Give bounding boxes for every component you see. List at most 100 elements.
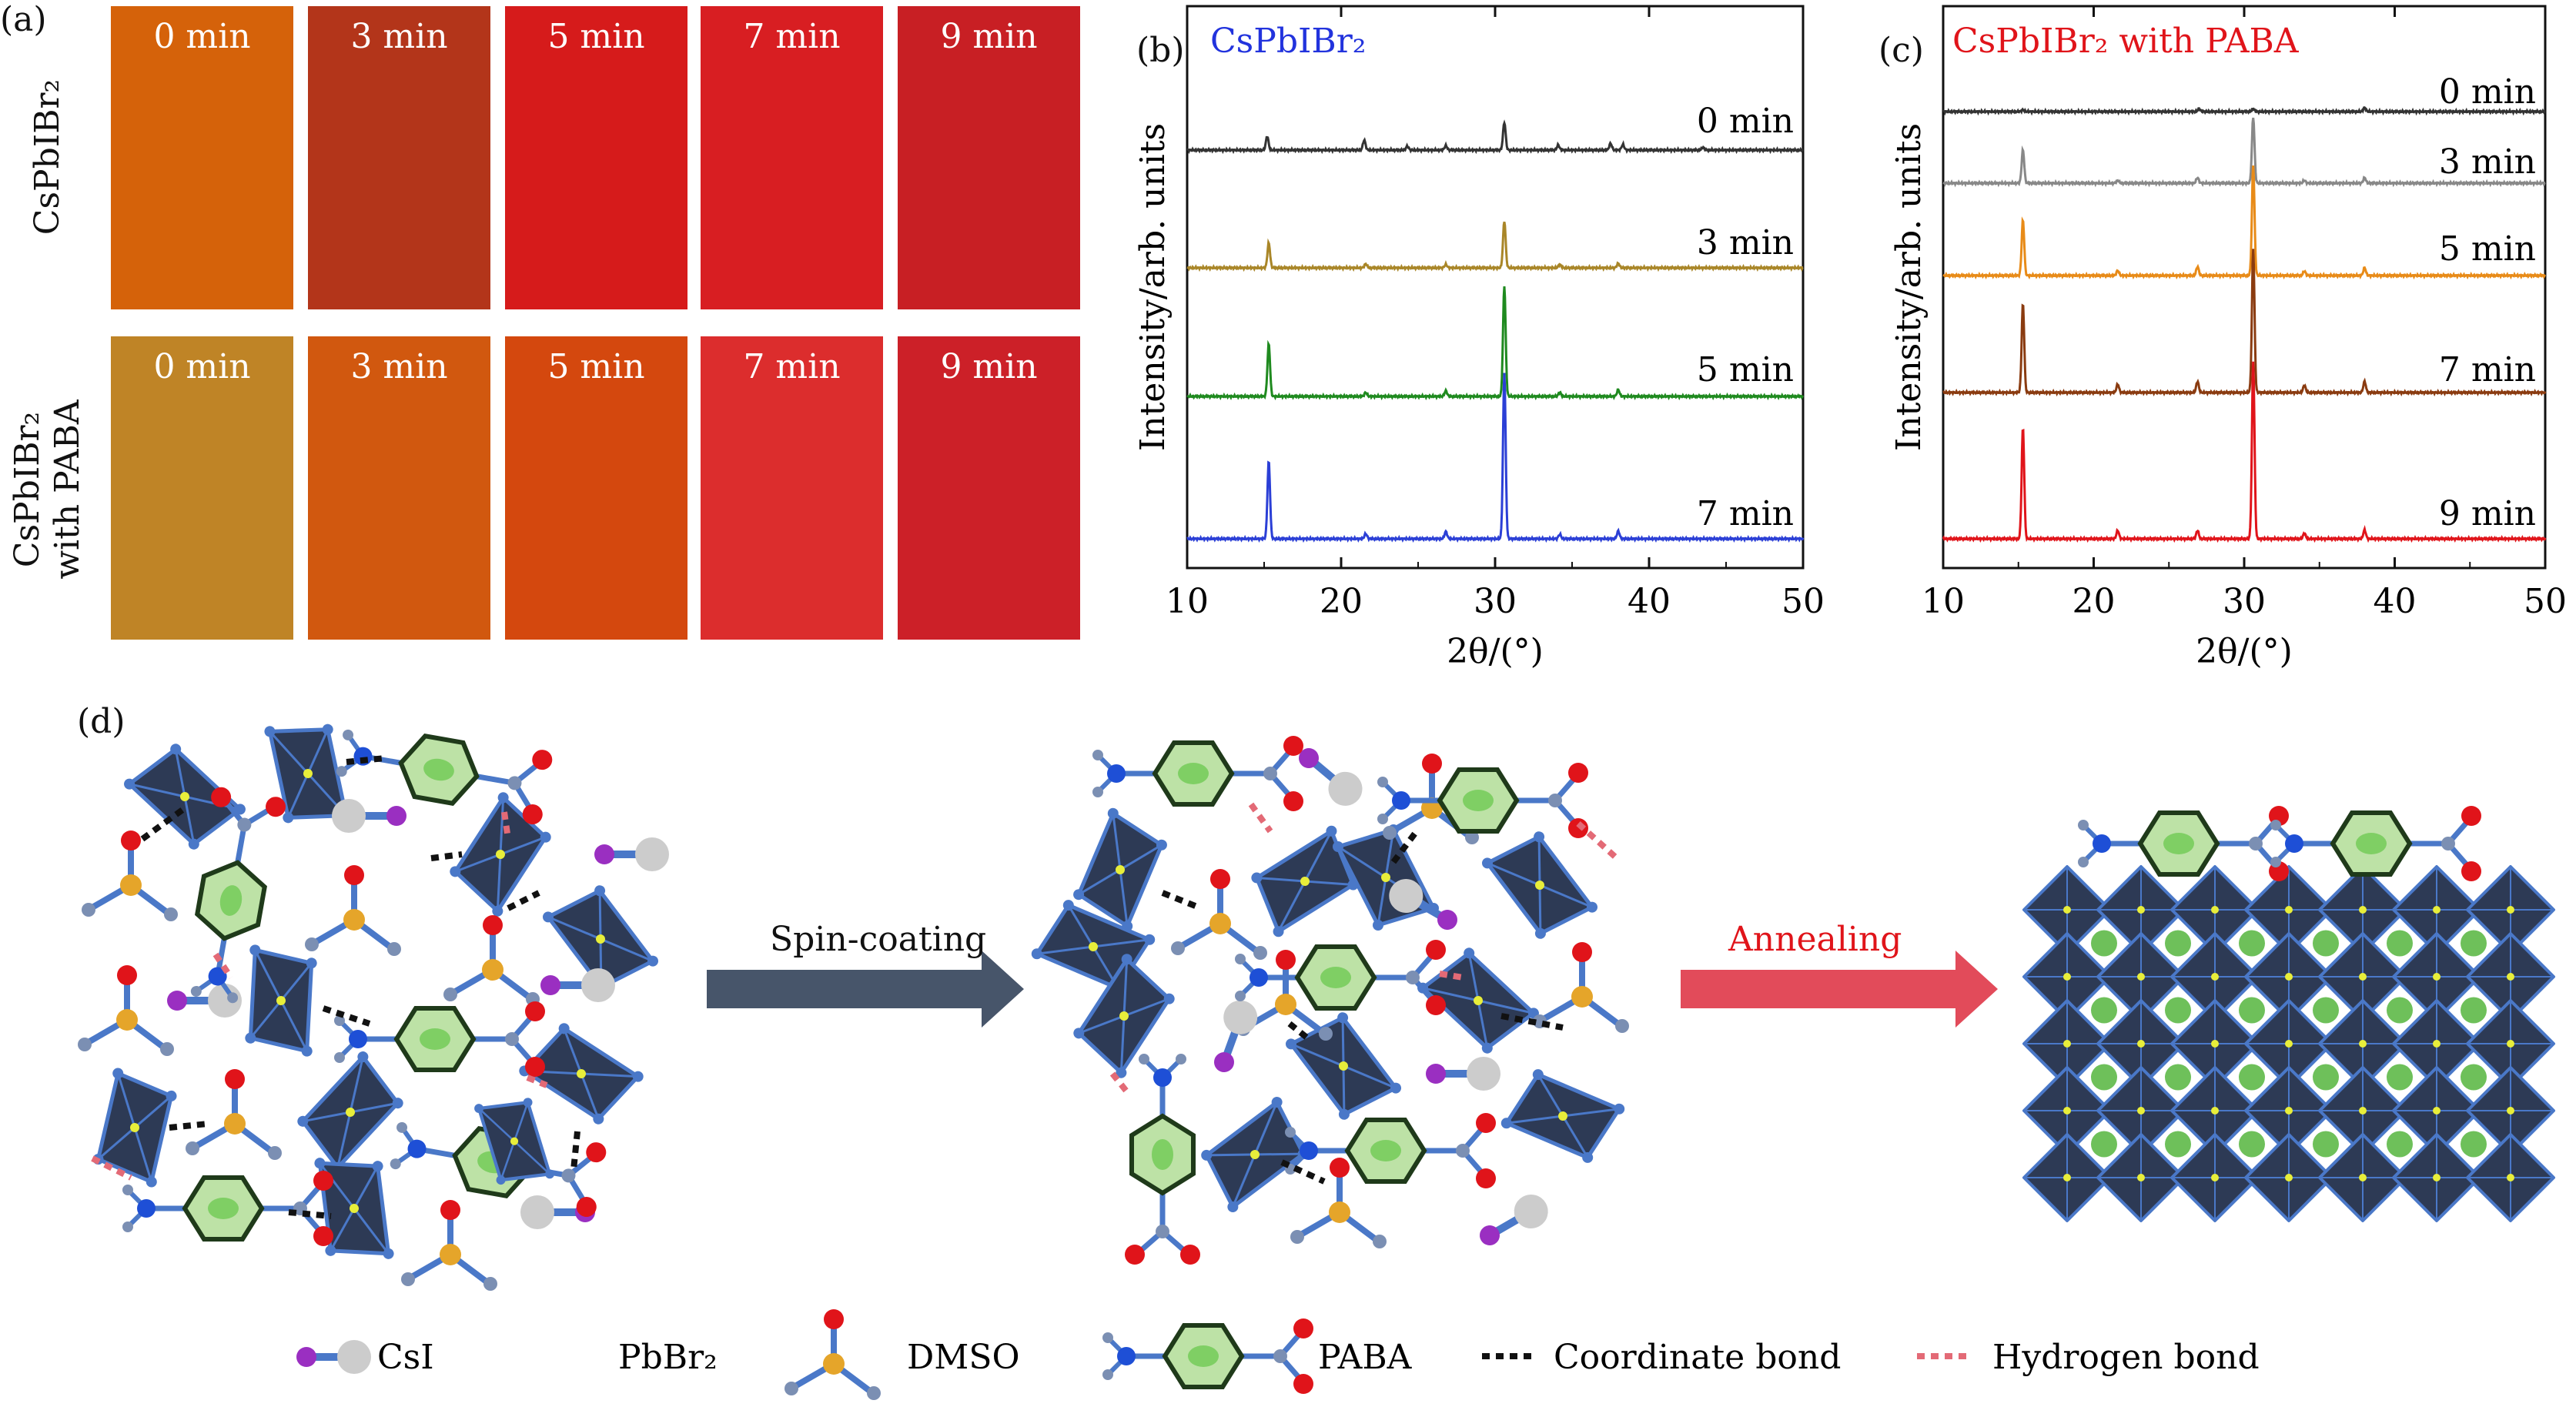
spin-coating-label: Spin-coating [770,920,986,959]
xrd-series-line [1942,117,2546,188]
crystallization-schematic: Spin-coating Annealing [0,677,2555,1417]
dmso-icon [78,965,174,1056]
tile-time-label: 3 min [350,17,448,56]
lattice-cation [2165,997,2191,1024]
lattice-cation [2461,997,2487,1024]
lattice-center-atom [2137,1174,2145,1181]
series-label: 0 min [2439,72,2536,112]
film-photo-tile: 0 min [111,6,293,309]
legend-label-dmso: DMSO [907,1338,1020,1377]
legend-label-hydrogen-bond: Hydrogen bond [1992,1338,2260,1377]
xrd-series-line [1186,286,1805,401]
plot-frame [1186,5,1805,570]
perovskite-lattice [2022,865,2555,1222]
tile-time-label: 5 min [547,17,645,56]
annealing-label: Annealing [1728,920,1902,959]
lattice-center-atom [2433,1040,2441,1048]
x-tick-label: 40 [1628,582,1671,621]
x-axis-label: 2θ/(°) [2196,632,2293,671]
lattice-center-atom [2211,1174,2219,1181]
lattice-center-atom [2359,973,2367,981]
octahedron-icon [1488,1041,1638,1191]
x-tick-label: 10 [1166,582,1209,621]
lattice-center-atom [2137,1040,2145,1048]
lattice-center-atom [2507,1040,2514,1048]
lattice-center-atom [2433,973,2441,981]
paba-icon [1285,1113,1496,1188]
film-photo-tile: 5 min [505,336,687,640]
lattice-center-atom [2507,1107,2514,1115]
octahedron-icon [1282,1004,1405,1128]
series-label: 9 min [2439,494,2536,533]
row-label-line: CsPbIBr₂ [28,79,67,236]
series-label: 7 min [2439,350,2536,389]
tile-time-label: 7 min [743,347,841,386]
row-label-line: CsPbIBr₂ [8,411,47,568]
lattice-center-atom [2211,906,2219,914]
panel-label-a: (a) [0,0,47,39]
y-axis-label: Intensity/arb. units [1889,123,1929,451]
tile-time-label: 0 min [153,17,251,56]
x-tick-label: 50 [1781,582,1825,621]
lattice-cation [2387,1131,2413,1158]
spin-coating-arrow [707,951,1024,1028]
panel-label-b: (b) [1136,31,1185,70]
lattice-cation [2461,1131,2487,1158]
x-tick-label: 20 [1320,582,1363,621]
dmso-icon [1171,869,1267,960]
film-photo-tile: 0 min [111,336,293,640]
film-photo-tile: 7 min [701,6,883,309]
lattice-center-atom [2507,973,2514,981]
csi-icon [332,799,406,833]
xrd-series-line [1942,106,2546,116]
lattice-cation [2313,930,2339,957]
octahedron-icon [1478,824,1601,947]
lattice-cation [2387,1064,2413,1091]
csi-icon [594,837,669,871]
lattice-center-atom [2507,906,2514,914]
lattice-center-atom [2285,1040,2293,1048]
octahedron-icon [1193,1093,1316,1216]
lattice-center-atom [2063,1040,2071,1048]
lattice-center-atom [2137,1107,2145,1115]
row-label-line: with PABA [48,399,87,580]
lattice-center-atom [2063,1107,2071,1115]
octahedron-icon [1247,824,1363,939]
film-photo-tile: 3 min [308,336,490,640]
panel-label-d: (d) [77,702,125,741]
lattice-center-atom [2433,1174,2441,1181]
paba-icon [1092,736,1303,811]
lattice-center-atom [2359,1040,2367,1048]
dmso-icon [401,1200,497,1291]
lattice-cation [2239,997,2265,1024]
lattice-center-atom [2285,906,2293,914]
lattice-center-atom [2211,1107,2219,1115]
lattice-center-atom [2359,1107,2367,1115]
x-axis-label: 2θ/(°) [1447,632,1544,671]
lattice-cation [2461,1064,2487,1091]
lattice-cation [2091,1131,2117,1158]
lattice-center-atom [2063,973,2071,981]
lattice-center-atom [2285,1107,2293,1115]
xrd-series-line [1186,221,1804,272]
x-tick-label: 30 [1474,582,1517,621]
x-tick-label: 40 [2374,582,2417,621]
lattice-center-atom [2063,906,2071,914]
lattice-center-atom [2137,906,2145,914]
dmso-icon [305,865,401,956]
film-photo-tile: 5 min [505,6,687,309]
panel-label-c: (c) [1878,31,1924,70]
lattice-center-atom [2285,973,2293,981]
dmso-icon [186,1069,282,1160]
dmso-icon [82,830,178,921]
xrd-series-line [1942,165,2547,280]
csi-icon [1473,1188,1554,1255]
lattice-cation [2165,1064,2191,1091]
x-tick-label: 10 [1922,582,1965,621]
csi-icon [540,968,615,1002]
paba-icon [2270,806,2481,881]
dmso-icon [443,915,540,1006]
film-photo-tile: 7 min [701,336,883,640]
